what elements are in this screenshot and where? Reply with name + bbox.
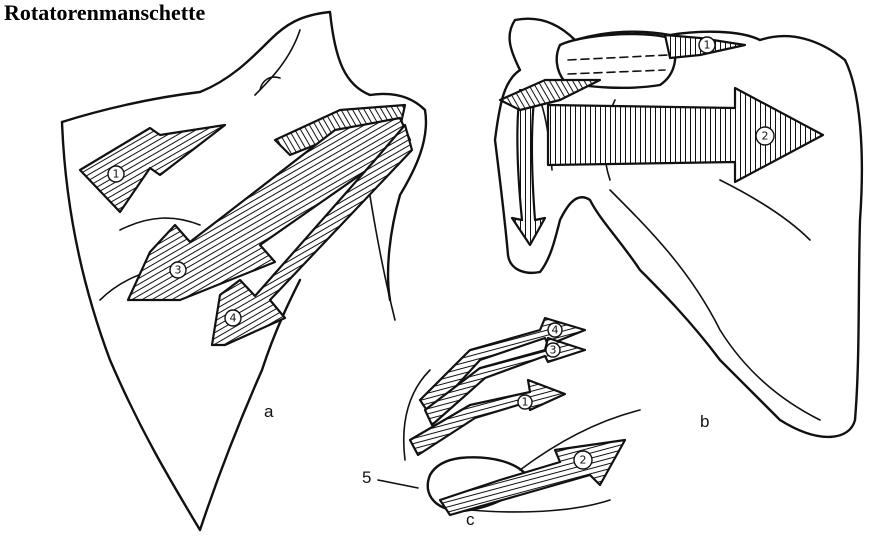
panel-a-posterior-view: 1 3 4 bbox=[62, 12, 426, 530]
number-c1: 1 bbox=[522, 396, 529, 409]
number-b2: 2 bbox=[762, 130, 769, 143]
arrow-a1 bbox=[80, 125, 225, 212]
number-a3: 3 bbox=[175, 264, 182, 277]
leader-line-5 bbox=[378, 480, 418, 488]
number-a1: 1 bbox=[113, 168, 120, 181]
arrow-b2 bbox=[548, 88, 823, 182]
panel-label-b: b bbox=[700, 412, 709, 432]
number-c3: 3 bbox=[550, 344, 557, 357]
panel-c-lateral-view: 4 3 1 2 bbox=[378, 318, 640, 515]
callout-label-5: 5 bbox=[362, 468, 371, 488]
number-c2: 2 bbox=[580, 454, 587, 467]
number-a4: 4 bbox=[230, 312, 237, 325]
panel-label-c: c bbox=[466, 510, 475, 530]
arrow-b-biceps bbox=[512, 90, 545, 245]
number-c4: 4 bbox=[552, 324, 559, 337]
panel-label-a: a bbox=[264, 402, 273, 422]
number-b1: 1 bbox=[704, 39, 711, 52]
panel-b-anterior-view: 1 2 bbox=[495, 19, 862, 437]
